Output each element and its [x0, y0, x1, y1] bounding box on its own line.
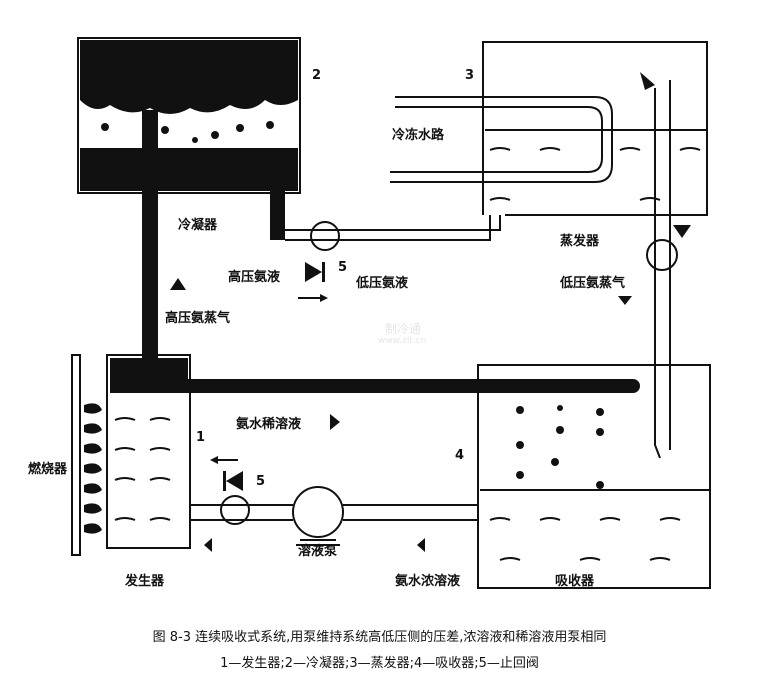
- arrow-right-icon: [330, 414, 340, 430]
- strong-solution-pipe: [190, 504, 478, 521]
- arrow-up-icon: [170, 278, 186, 290]
- label-generator: 发生器: [125, 574, 165, 589]
- arrow-down-icon: [618, 296, 632, 305]
- burner-bar: [71, 354, 81, 556]
- condenser-liquid: [80, 148, 298, 191]
- figure-caption: 图 8-3 连续吸收式系统,用泵维持系统高低压侧的压差,浓溶液和稀溶液用泵相同: [152, 630, 607, 645]
- condenser-box: [77, 37, 301, 194]
- label-strong-solution: 氨水浓溶液: [395, 574, 461, 589]
- label-absorber: 吸收器: [555, 574, 595, 589]
- liquid-line: [285, 215, 501, 241]
- vapor-pipe: [654, 80, 671, 459]
- figure-legend: 1—发生器;2—冷凝器;3—蒸发器;4—吸收器;5—止回阀: [220, 656, 539, 671]
- arrow-left-icon: [417, 538, 425, 552]
- label-burner: 燃烧器: [28, 462, 68, 477]
- check-valve-icon: [226, 471, 243, 491]
- watermark: 制冷通: [385, 322, 422, 336]
- label-valve-number: 5: [338, 260, 348, 275]
- check-valve-circle: [220, 495, 250, 525]
- arrow-right-icon: [298, 294, 328, 302]
- label-lp-liquid: 低压氨液: [356, 276, 409, 291]
- pump-icon: [292, 486, 344, 538]
- check-valve-icon: [305, 262, 322, 282]
- check-valve-circle: [646, 239, 678, 271]
- hp-vapor-pipe: [142, 110, 158, 360]
- level-triangle-icon: [673, 225, 691, 238]
- condenser-cloud: [80, 40, 298, 114]
- label-hp-liquid: 高压氨液: [228, 270, 281, 285]
- check-valve-circle: [310, 221, 340, 251]
- weak-solution-pipe: [150, 379, 640, 393]
- absorber-box: [477, 364, 711, 589]
- label-condenser-number: 2: [312, 68, 322, 83]
- label-generator-number: 1: [196, 430, 206, 445]
- chilled-water-coil: [390, 96, 613, 183]
- label-weak-solution: 氨水稀溶液: [236, 417, 302, 432]
- label-chilled-water: 冷冻水路: [392, 128, 445, 143]
- label-absorber-number: 4: [455, 448, 465, 463]
- label-condenser: 冷凝器: [178, 218, 218, 233]
- arrow-left-icon: [204, 538, 212, 552]
- label-valve-number: 5: [256, 474, 266, 489]
- label-evaporator: 蒸发器: [560, 234, 600, 249]
- label-evaporator-number: 3: [465, 68, 475, 83]
- label-pump: 溶液泵: [298, 544, 338, 559]
- label-lp-vapor: 低压氨蒸气: [560, 276, 626, 291]
- label-hp-vapor: 高压氨蒸气: [165, 311, 231, 326]
- evaporator-box: [482, 41, 708, 216]
- arrow-left-icon: [210, 456, 238, 464]
- arrow-icon: [640, 72, 655, 90]
- watermark-sub: www.zlt.cn: [378, 336, 427, 346]
